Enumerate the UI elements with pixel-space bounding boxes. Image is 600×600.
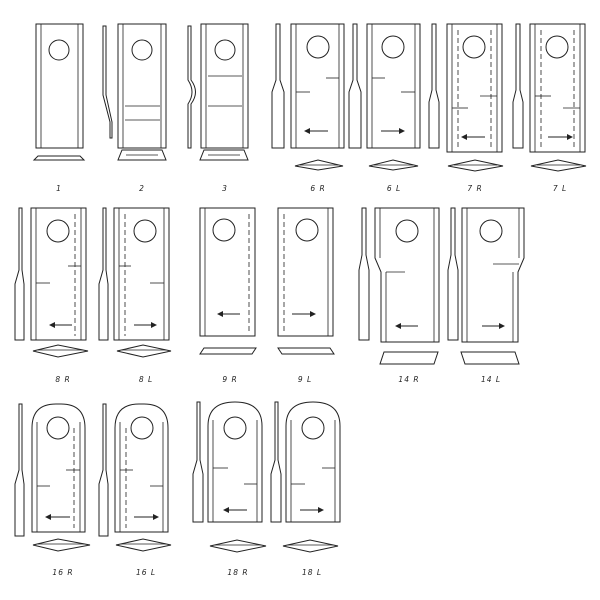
blade-2: 2 bbox=[102, 23, 167, 193]
blade-8r: 8 R bbox=[14, 207, 89, 384]
label-18r: 18 R bbox=[227, 568, 248, 577]
blade-6l: 6 L bbox=[348, 23, 421, 193]
label-1: 1 bbox=[56, 184, 62, 193]
label-2: 2 bbox=[139, 184, 145, 193]
blade-14l: 14 L bbox=[447, 207, 525, 384]
blade-9r: 9 R bbox=[199, 207, 257, 384]
label-7l: 7 L bbox=[553, 184, 567, 193]
label-8r: 8 R bbox=[55, 375, 70, 384]
label-3: 3 bbox=[222, 184, 228, 193]
blade-16r: 16 R bbox=[14, 403, 91, 577]
label-9l: 9 L bbox=[298, 375, 312, 384]
blade-6r: 6 R bbox=[271, 23, 345, 193]
blade-18l: 18 L bbox=[270, 401, 341, 577]
label-7r: 7 R bbox=[467, 184, 482, 193]
blade-3: 3 bbox=[187, 23, 249, 193]
label-14r: 14 R bbox=[398, 375, 419, 384]
blade-7r: 7 R bbox=[428, 23, 504, 193]
label-18l: 18 L bbox=[302, 568, 322, 577]
label-14l: 14 L bbox=[481, 375, 501, 384]
label-16r: 16 R bbox=[52, 568, 73, 577]
blade-9l: 9 L bbox=[277, 207, 335, 384]
label-16l: 16 L bbox=[136, 568, 156, 577]
blade-16l: 16 L bbox=[98, 403, 172, 577]
label-9r: 9 R bbox=[222, 375, 237, 384]
blade-8l: 8 L bbox=[98, 207, 172, 384]
label-6l: 6 L bbox=[387, 184, 401, 193]
label-6r: 6 R bbox=[310, 184, 325, 193]
label-8l: 8 L bbox=[139, 375, 153, 384]
blade-18r: 18 R bbox=[192, 401, 267, 577]
blade-7l: 7 L bbox=[512, 23, 587, 193]
blade-1: 1 bbox=[32, 23, 86, 193]
blade-14r: 14 R bbox=[358, 207, 440, 384]
